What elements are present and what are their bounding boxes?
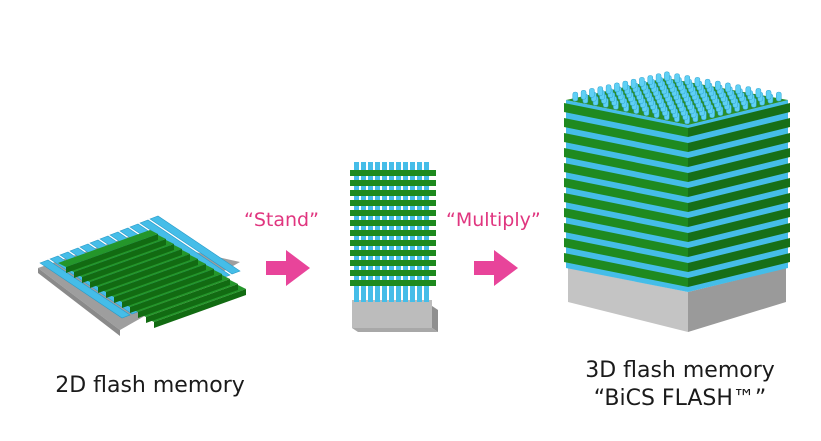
multiply-label: “Multiply”	[446, 209, 541, 231]
2d-flash-memory-caption: 2D flash memory	[55, 373, 245, 398]
stand-label: “Stand”	[244, 209, 319, 231]
3d-flash-memory-title: 3D flash memory	[585, 358, 775, 383]
3d-flash-memory-caption: 3D flash memory “BiCS FLASH™”	[550, 357, 810, 413]
bics-flash-brand: “BiCS FLASH™”	[593, 386, 767, 411]
